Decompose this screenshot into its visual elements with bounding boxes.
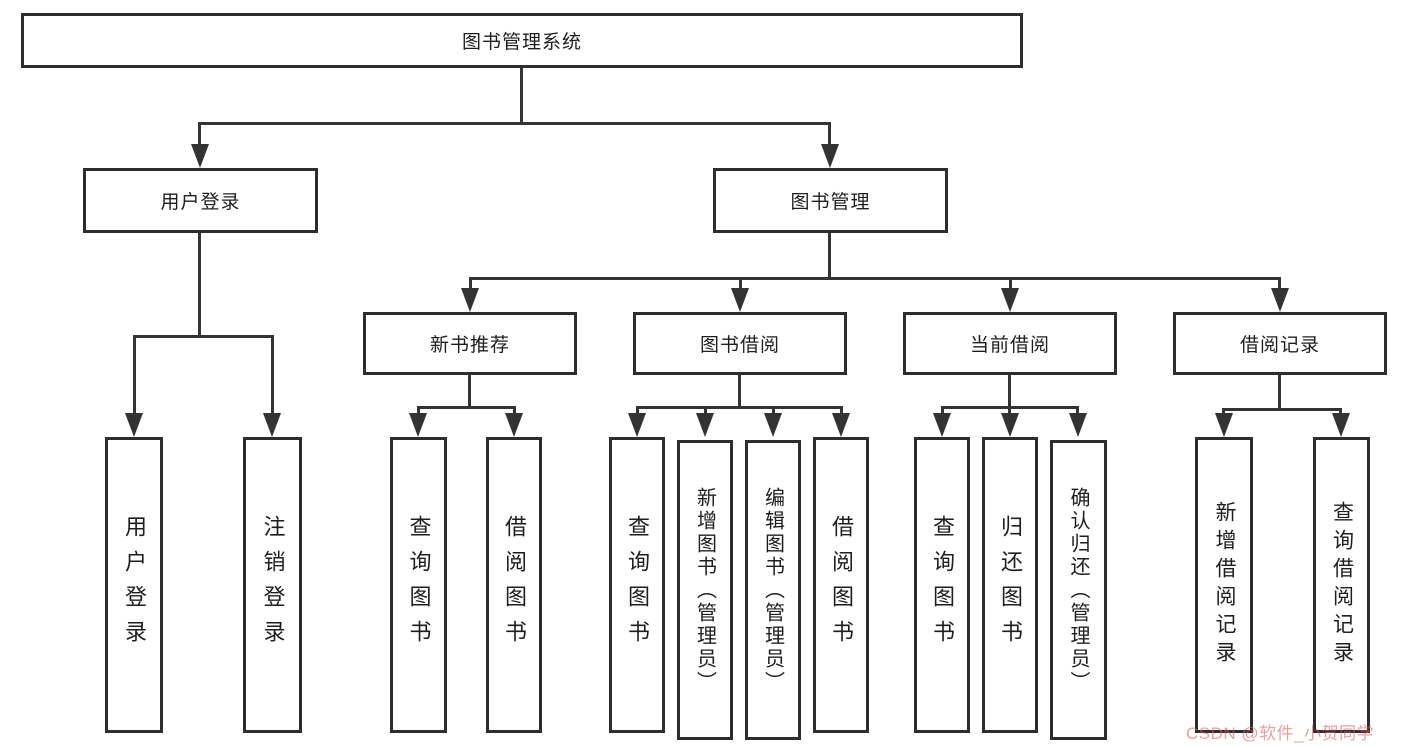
arrow-down-icon [696, 413, 714, 437]
node-add-books-admin: 新增图书（管理员） [677, 440, 733, 740]
connector-line [1009, 277, 1012, 291]
arrow-down-icon [191, 144, 209, 168]
node-label: 编辑图书（管理员） [761, 486, 784, 694]
connector-line [133, 335, 136, 415]
node-label: 新增图书（管理员） [693, 486, 716, 694]
connector-line [1222, 408, 1342, 411]
arrow-down-icon [764, 413, 782, 437]
node-return-books: 归还图书 [982, 437, 1038, 733]
connector-line [1339, 408, 1342, 416]
node-label: 图书管理系统 [461, 32, 582, 53]
arrow-down-icon [263, 413, 281, 437]
arrow-down-icon [1069, 413, 1087, 437]
node-borrow-books-recommend: 借阅图书 [486, 437, 542, 733]
node-label: 新增借阅记录 [1213, 501, 1236, 669]
node-label: 借阅记录 [1239, 335, 1320, 356]
node-new-book-recommend: 新书推荐 [363, 312, 577, 375]
node-label: 查询图书 [625, 515, 650, 655]
connector-line [198, 122, 201, 146]
connector-line [198, 122, 830, 125]
node-label: 图书管理 [790, 192, 871, 213]
node-user-login: 用户登录 [83, 168, 318, 233]
connector-line [840, 406, 843, 416]
arrow-down-icon [1332, 413, 1350, 437]
connector-line [513, 406, 516, 416]
arrow-down-icon [1215, 413, 1233, 437]
connector-line [1222, 408, 1225, 416]
connector-line [739, 277, 742, 291]
arrow-down-icon [832, 413, 850, 437]
connector-line [738, 375, 741, 408]
connector-line [1278, 375, 1281, 410]
connector-line [417, 406, 420, 416]
arrow-down-icon [1001, 288, 1019, 312]
node-confirm-return-admin: 确认归还（管理员） [1050, 440, 1107, 740]
node-label: 借阅图书 [502, 515, 527, 655]
arrow-down-icon [933, 413, 951, 437]
connector-line [469, 277, 472, 291]
connector-line [636, 406, 639, 416]
node-label: 确认归还（管理员） [1067, 486, 1089, 694]
node-add-borrow-record: 新增借阅记录 [1195, 437, 1253, 733]
connector-line [271, 335, 274, 415]
node-label: 查询借阅记录 [1330, 501, 1354, 669]
arrow-down-icon [1271, 288, 1289, 312]
node-label: 当前借阅 [969, 335, 1050, 356]
node-query-books-current: 查询图书 [914, 437, 970, 733]
arrow-down-icon [731, 288, 749, 312]
node-current-borrow: 当前借阅 [903, 312, 1117, 375]
arrow-down-icon [505, 413, 523, 437]
connector-line [198, 233, 201, 337]
connector-line [941, 406, 944, 416]
connector-line [828, 233, 831, 279]
node-borrow-books-borrow: 借阅图书 [813, 437, 869, 733]
node-label: 借阅图书 [829, 515, 854, 655]
node-book-borrow: 图书借阅 [633, 312, 847, 375]
connector-line [828, 122, 831, 146]
node-label: 用户登录 [160, 192, 241, 213]
node-library-management-system: 图书管理系统 [21, 13, 1023, 68]
node-label: 查询图书 [406, 515, 432, 655]
node-edit-books-admin: 编辑图书（管理员） [745, 440, 801, 740]
node-query-books-borrow: 查询图书 [609, 437, 665, 733]
node-borrow-records: 借阅记录 [1173, 312, 1387, 375]
connector-line [1076, 406, 1079, 416]
arrow-down-icon [461, 288, 479, 312]
node-label: 归还图书 [998, 515, 1023, 655]
arrow-down-icon [409, 413, 427, 437]
node-query-books-recommend: 查询图书 [390, 437, 447, 733]
connector-line [1008, 375, 1011, 408]
node-label: 注销登录 [260, 515, 286, 655]
connector-line [469, 277, 1281, 280]
arrow-down-icon [1001, 413, 1019, 437]
node-book-management: 图书管理 [713, 168, 948, 233]
connector-line [133, 335, 273, 338]
connector-line [636, 406, 842, 409]
connector-line [520, 68, 523, 124]
node-label: 用户登录 [122, 515, 147, 655]
node-query-borrow-record: 查询借阅记录 [1313, 437, 1370, 733]
connector-line [704, 406, 707, 416]
connector-line [1278, 277, 1281, 291]
csdn-watermark: CSDN @软件_小贺同学 [1186, 724, 1375, 743]
arrow-down-icon [628, 413, 646, 437]
arrow-down-icon [821, 144, 839, 168]
connector-line [417, 406, 516, 409]
connector-line [1008, 406, 1011, 416]
node-label: 查询图书 [930, 515, 955, 655]
node-label: 新书推荐 [429, 335, 510, 356]
connector-line [468, 375, 471, 408]
node-user-login-leaf: 用户登录 [105, 437, 163, 733]
node-logout: 注销登录 [243, 437, 302, 733]
connector-line [772, 406, 775, 416]
node-label: 图书借阅 [699, 335, 780, 356]
arrow-down-icon [125, 413, 143, 437]
